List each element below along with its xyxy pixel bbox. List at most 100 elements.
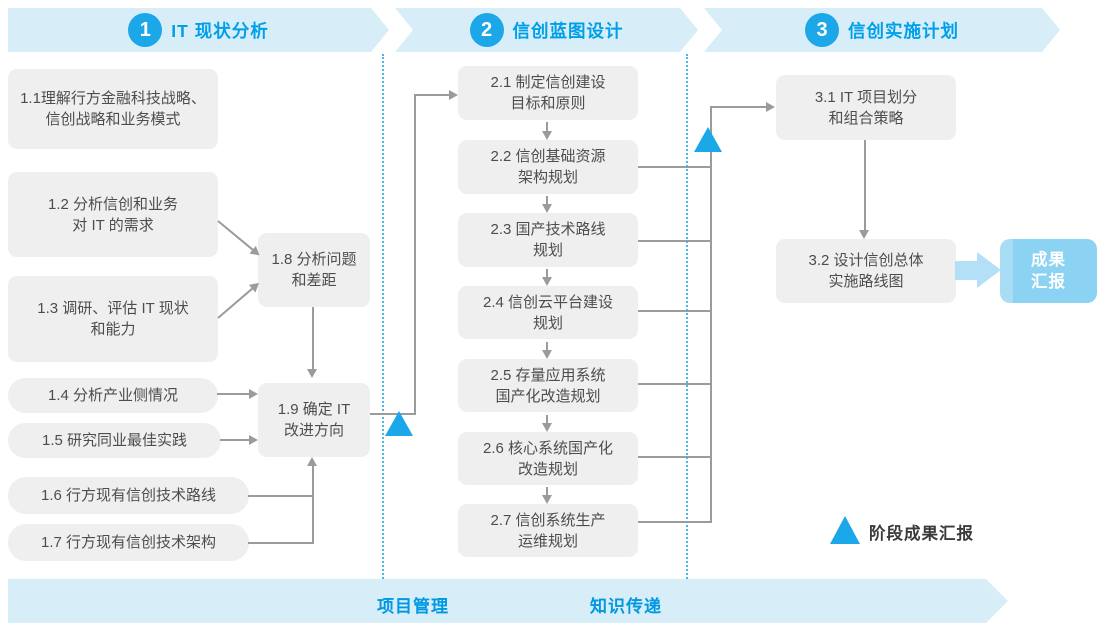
result-box-line2: 汇报 — [1031, 273, 1066, 291]
phase1-number-badge: 1 — [128, 13, 162, 47]
task-box-2-5: 2.5 存量应用系统 国产化改造规划 — [458, 359, 638, 412]
task-box-3-2-line1: 3.2 设计信创总体 — [808, 252, 924, 269]
task-box-3-2-line2: 实施路线图 — [828, 273, 904, 290]
bottom-label-project-management: 项目管理 — [377, 597, 449, 616]
phase2-banner: 2 信创蓝图设计 — [395, 8, 698, 52]
task-box-1-3-line1: 1.3 调研、评估 IT 现状 — [37, 300, 189, 317]
connector-1-5-to-1-9 — [220, 439, 249, 441]
task-box-1-7-line1: 1.7 行方现有信创技术架构 — [40, 534, 217, 551]
arrowhead-2-5-to-2-6 — [542, 423, 552, 432]
task-box-1-5-line1: 1.5 研究同业最佳实践 — [41, 432, 188, 449]
task-box-1-9-line2: 改进方向 — [283, 422, 344, 439]
connector-1-4-to-1-9 — [217, 393, 249, 395]
result-box: 成果 汇报 — [1000, 239, 1097, 303]
task-box-1-2-line2: 对 IT 的需求 — [72, 216, 154, 234]
task-box-2-3-line2: 规划 — [532, 242, 563, 259]
connector-2-2-to-2-3 — [546, 196, 548, 204]
task-box-2-7-line2: 运维规划 — [517, 532, 578, 550]
task-box-1-8: 1.8 分析问题 和差距 — [258, 233, 370, 307]
task-box-1-8-line1: 1.8 分析问题 — [271, 251, 357, 268]
connector-2-5-to-2-6 — [546, 415, 548, 423]
task-box-1-1: 1.1理解行方金融科技战略、 信创战略和业务模式 — [8, 69, 218, 149]
task-box-2-6: 2.6 核心系统国产化 改造规划 — [458, 432, 638, 485]
bottom-banner — [8, 579, 1008, 623]
phase1-title: IT 现状分析 — [171, 20, 269, 41]
task-box-1-5: 1.5 研究同业最佳实践 — [8, 423, 221, 458]
arrowhead-2-1-to-2-2 — [542, 131, 552, 140]
connector-to-2-1 — [414, 94, 450, 96]
task-box-2-4-line1: 2.4 信创云平台建设 — [482, 293, 614, 311]
connector-2-4-to-2-5 — [546, 342, 548, 350]
connector-2-5-to-bus — [638, 383, 711, 385]
task-box-2-6-line1: 2.6 核心系统国产化 — [482, 439, 614, 457]
arrowhead-2-2-to-2-3 — [542, 204, 552, 213]
task-box-2-2: 2.2 信创基础资源 架构规划 — [458, 140, 638, 194]
arrowhead-1-5-to-1-9 — [249, 435, 258, 445]
task-box-2-2-line1: 2.2 信创基础资源 — [490, 148, 606, 165]
arrowhead-to-2-1 — [449, 90, 458, 100]
arrowhead-2-6-to-2-7 — [542, 495, 552, 504]
task-box-1-3: 1.3 调研、评估 IT 现状 和能力 — [8, 276, 218, 362]
task-box-2-6-line2: 改造规划 — [517, 460, 578, 478]
connector-2-1-to-2-2 — [546, 122, 548, 131]
task-box-1-4: 1.4 分析产业侧情况 — [8, 378, 218, 413]
connector-2-3-to-2-4 — [546, 269, 548, 277]
task-box-1-2-line1: 1.2 分析信创和业务 — [47, 195, 179, 213]
connector-2-4-to-bus — [638, 310, 711, 312]
task-box-1-2: 1.2 分析信创和业务 对 IT 的需求 — [8, 172, 218, 257]
connector-2-6-to-bus — [638, 456, 711, 458]
phase3-number-badge: 3 — [805, 13, 839, 47]
connector-1-3-to-1-8 — [217, 287, 254, 319]
task-box-2-4-line2: 规划 — [532, 314, 563, 332]
connector-bus-to-3-1 — [710, 106, 767, 108]
task-box-3-1-line2: 和组合策略 — [828, 109, 904, 127]
task-box-1-8-line2: 和差距 — [291, 272, 337, 289]
task-box-1-1-line1: 1.1理解行方金融科技战略、 — [20, 90, 206, 107]
arrowhead-2-3-to-2-4 — [542, 277, 552, 286]
task-box-2-7-line1: 2.7 信创系统生产 — [490, 511, 606, 529]
task-box-1-3-line2: 和能力 — [90, 321, 136, 338]
connector-1-6-branch — [248, 495, 314, 497]
task-box-3-1: 3.1 IT 项目划分 和组合策略 — [776, 75, 956, 140]
task-box-3-1-line1: 3.1 IT 项目划分 — [814, 88, 918, 106]
task-box-1-6-line1: 1.6 行方现有信创技术路线 — [40, 487, 217, 504]
phase2-title: 信创蓝图设计 — [512, 20, 624, 41]
bottom-label-knowledge-transfer: 知识传递 — [590, 597, 662, 616]
connector-1-2-to-1-8 — [217, 220, 255, 252]
task-box-2-1-line2: 目标和原则 — [510, 95, 586, 112]
legend-triangle-icon — [830, 516, 860, 544]
connector-2-3-to-bus — [638, 240, 711, 242]
phase1-banner: 1 IT 现状分析 — [8, 8, 389, 52]
connector-2-2-to-bus — [638, 166, 711, 168]
task-box-2-5-line2: 国产化改造规划 — [495, 387, 601, 405]
connector-bus-vertical — [710, 106, 712, 523]
task-box-2-5-line1: 2.5 存量应用系统 — [490, 366, 606, 384]
connector-1-8-to-1-9 — [312, 307, 314, 369]
task-box-2-2-line2: 架构规划 — [517, 169, 578, 186]
connector-2-7-to-bus — [638, 521, 711, 523]
task-box-2-3-line1: 2.3 国产技术路线 — [490, 221, 606, 238]
phase3-title: 信创实施计划 — [848, 20, 959, 41]
task-box-1-9: 1.9 确定 IT 改进方向 — [258, 383, 370, 457]
result-arrow-head-icon — [977, 252, 1001, 288]
connector-3-1-to-3-2 — [864, 140, 866, 230]
milestone-triangle-phase2 — [694, 127, 722, 152]
phase3-banner: 3 信创实施计划 — [704, 8, 1060, 52]
task-box-2-1-line1: 2.1 制定信创建设 — [490, 74, 606, 91]
task-box-1-4-line1: 1.4 分析产业侧情况 — [47, 387, 179, 404]
task-box-1-7: 1.7 行方现有信创技术架构 — [8, 524, 249, 561]
task-box-1-1-line2: 信创战略和业务模式 — [45, 111, 181, 128]
task-box-2-1: 2.1 制定信创建设 目标和原则 — [458, 66, 638, 120]
phase-separator-2 — [686, 54, 688, 579]
arrowhead-to-1-9-bottom — [307, 457, 317, 466]
phase-separator-1 — [382, 54, 384, 579]
task-box-2-4: 2.4 信创云平台建设 规划 — [458, 286, 638, 339]
task-box-2-7: 2.7 信创系统生产 运维规划 — [458, 504, 638, 557]
legend-label: 阶段成果汇报 — [869, 525, 974, 543]
result-arrow-icon — [955, 261, 978, 280]
arrowhead-1-8-to-1-9 — [307, 369, 317, 378]
connector-2-6-to-2-7 — [546, 487, 548, 495]
task-box-1-9-line1: 1.9 确定 IT — [277, 401, 351, 418]
result-box-line1: 成果 — [1031, 250, 1066, 269]
